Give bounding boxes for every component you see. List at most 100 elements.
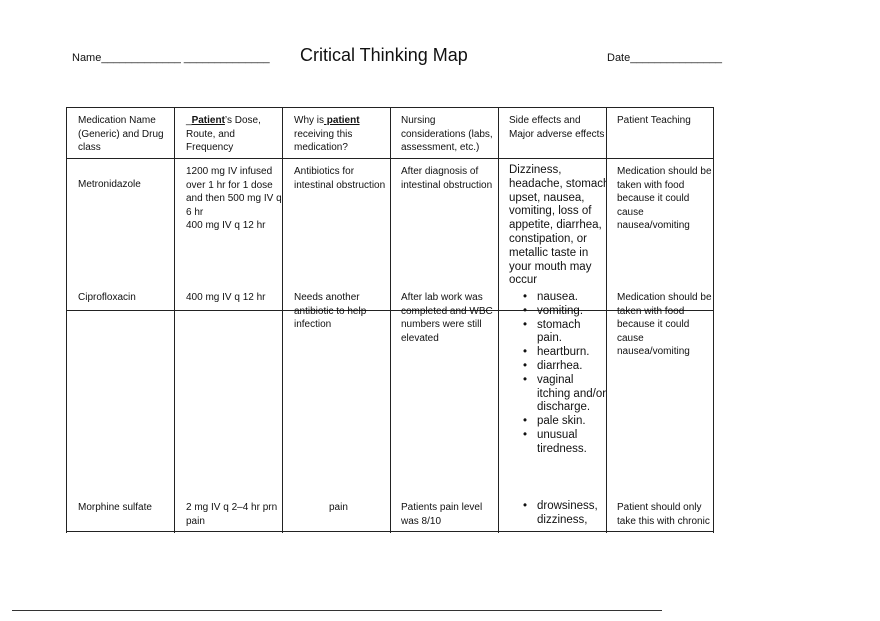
header-dose: _Patient’s Dose, Route, and Frequency [186,114,261,155]
text-line: After lab work was [401,292,483,303]
column-why: Why is patient receiving this medication… [283,108,390,532]
text-line: nausea/vomiting [617,346,690,357]
column-nursing: Nursing considerations (labs, assessment… [391,108,498,532]
text-line: Medication should be [617,292,712,303]
col-border [174,107,175,533]
header-line: Medication Name [78,115,156,126]
text-line: metallic taste in [509,246,589,259]
med-name: Metronidazole [78,179,141,190]
text-line: your mouth may [509,260,592,273]
header-why: Why is patient receiving this medication… [294,114,360,155]
side-effects-cell: Dizziness, headache, stomach upset, naus… [509,164,606,288]
column-side-effects: Side effects and Major adverse effects D… [499,108,606,532]
why-cell: Needs another antibiotic to help infecti… [294,291,366,332]
text-line: Patient should only [617,502,702,513]
text-line: upset, nausea, [509,191,585,204]
header-line: (Generic) and Drug [78,128,164,140]
text-line: 2 mg IV q 2–4 hr prn [186,502,278,513]
list-item: vaginal itching and/or discharge. [519,374,606,415]
header-medication-name: Medication Name (Generic) and Drug class [78,114,164,155]
text-line: infection [294,319,332,330]
header-line: Route, and [186,128,235,140]
dose-cell: 400 mg IV q 12 hr [186,292,266,303]
text-line: occur [509,274,538,287]
text-line: take this with chronic [617,515,710,527]
text-line: pain [186,515,205,527]
header-teaching: Patient Teaching [617,115,691,126]
header-text: patient [324,115,360,126]
dose-cell: 1200 mg IV infused over 1 hr for 1 dose … [186,165,282,233]
text-line: nausea/vomiting [617,220,690,231]
header-line: Nursing [401,115,436,126]
why-cell: Antibiotics for intestinal obstruction [294,165,385,192]
text-line: because it could [617,319,690,330]
text-line: constipation, or [509,232,587,245]
col-border [713,107,714,533]
header-side-effects: Side effects and Major adverse effects [509,114,604,141]
col-border [390,107,391,533]
header-text: Why is [294,115,324,126]
why-cell: pain [329,502,348,513]
nursing-cell: After diagnosis of intestinal obstructio… [401,165,492,192]
column-teaching: Patient Teaching Medication should be ta… [607,108,713,532]
text-line: was 8/10 [401,515,442,527]
list-item: nausea. [519,291,606,305]
text-line: over 1 hr for 1 dose [186,179,273,191]
header-text: ’s Dose, [224,115,261,126]
header-line: Side effects and [509,115,581,126]
column-medication-name: Medication Name (Generic) and Drug class… [67,108,174,532]
nursing-cell: After lab work was completed and WBC num… [401,291,493,345]
text-line: because it could [617,193,690,204]
text-line: Patients pain level [401,502,483,513]
list-item: stomach pain. [519,319,606,347]
text-line: intestinal obstruction [294,179,386,191]
med-name: Morphine sulfate [78,502,152,513]
text-line: intestinal obstruction [401,179,493,191]
text-line: Dizziness, [509,164,562,176]
text-line: 1200 mg IV infused [186,166,273,177]
text-line: antibiotic to help [294,305,367,317]
text-line: taken with food [617,179,685,191]
side-effects-list: drowsiness, dizziness, [519,500,606,528]
med-name: Ciprofloxacin [78,292,136,303]
header-line: receiving this [294,128,353,140]
col-border [498,107,499,533]
teaching-cell: Medication should be taken with food bec… [617,165,712,233]
dose-cell: 2 mg IV q 2–4 hr prn pain [186,501,277,528]
side-effects-list: nausea. vomiting. stomach pain. heartbur… [519,291,606,457]
header-text: _ [186,115,192,126]
list-item: heartburn. [519,346,606,360]
text-line: cause [617,332,644,344]
text-line: Antibiotics for [294,166,355,177]
header-line: Frequency [186,142,234,153]
column-dose: _Patient’s Dose, Route, and Frequency 12… [175,108,282,532]
col-border [606,107,607,533]
header-line: class [78,142,101,153]
text-line: and then 500 mg IV q [186,193,282,204]
footer-rule [12,610,662,611]
list-item: pale skin. [519,415,606,429]
header-line: considerations (labs, [401,128,493,140]
text-line: cause [617,206,644,218]
text-line: 6 hr [186,206,204,218]
teaching-cell: Patient should only take this with chron… [617,501,710,528]
header-line: Major adverse effects [509,128,605,140]
text-line: 400 mg IV q 12 hr [186,220,266,231]
header-line: assessment, etc.) [401,142,480,153]
text-line: Needs another [294,292,360,303]
list-item: drowsiness, dizziness, [519,500,606,528]
text-line: completed and WBC [401,305,493,317]
text-line: taken with food [617,305,685,317]
list-item: diarrhea. [519,360,606,374]
teaching-cell: Medication should be taken with food bec… [617,291,712,359]
date-field: Date_______________ [607,52,723,64]
text-line: Medication should be [617,166,712,177]
text-line: elevated [401,332,439,344]
list-item: unusual tiredness. [519,429,606,457]
header-text: Patient [191,115,225,126]
name-field: Name_____________ ______________ [72,52,270,64]
text-line: numbers were still [401,319,482,330]
text-line: headache, stomach [509,177,606,190]
col-border [282,107,283,533]
list-item: vomiting. [519,305,606,319]
